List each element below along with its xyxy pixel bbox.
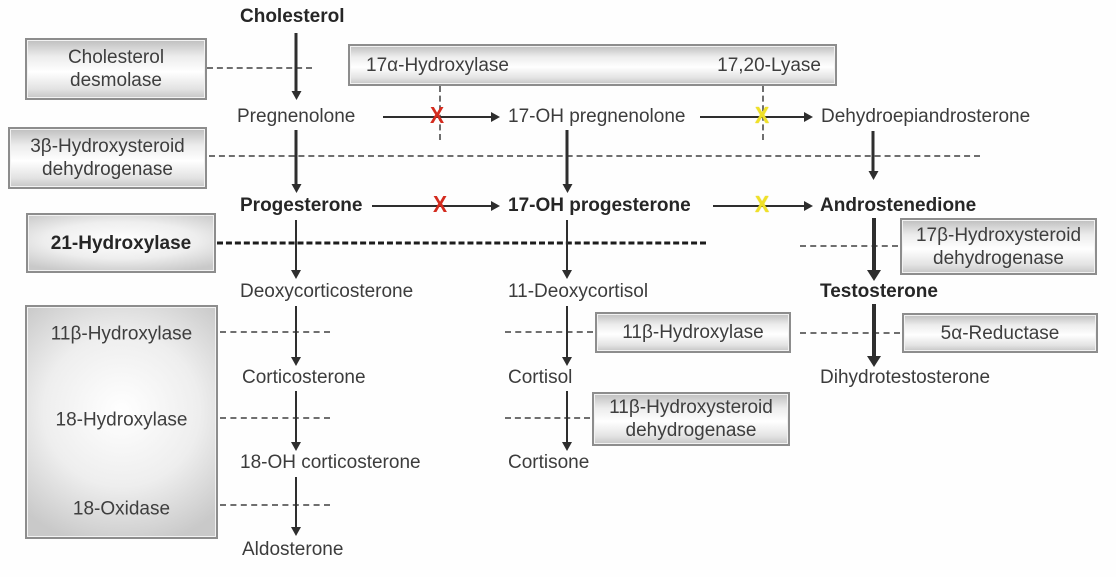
enzyme-box-cholesterol-desmolase: Cholesterol desmolase bbox=[25, 38, 207, 100]
metabolite-cortisol: Cortisol bbox=[508, 367, 573, 388]
arrow-testosterone-to-dihydrotestosterone bbox=[872, 304, 876, 356]
enzyme-box-5a-reductase: 5α-Reductase bbox=[902, 313, 1098, 353]
arrow-dhea-to-androstenedione bbox=[871, 131, 875, 171]
block-mark-17a-hydroxylase-pregnenolone: X bbox=[429, 102, 445, 129]
enzyme-label: 5α-Reductase bbox=[940, 322, 1060, 344]
arrow-progesterone-to-deoxycorticosterone bbox=[295, 220, 297, 270]
block-mark-1720-lyase-progesterone: X bbox=[754, 191, 770, 218]
enzyme-box-11b-hydroxysteroid-dehydrogenase: 11β-Hydroxysteroid dehydrogenase bbox=[592, 392, 790, 446]
dashed-connector-5a-reductase bbox=[800, 332, 900, 334]
arrow-17oh-progesterone-to-11-deoxycortisol bbox=[566, 220, 568, 270]
enzyme-label: dehydrogenase bbox=[42, 159, 173, 180]
arrow-cortisol-to-cortisone bbox=[566, 391, 568, 442]
dashed-connector-11b-hsd bbox=[505, 417, 590, 419]
dashed-connector-11b-hydroxylase-mid bbox=[505, 331, 593, 333]
metabolite-17oh-pregnenolone: 17-OH pregnenolone bbox=[508, 106, 686, 127]
metabolite-18oh-corticosterone: 18-OH corticosterone bbox=[240, 452, 421, 473]
arrow-androstenedione-to-testosterone bbox=[872, 218, 876, 270]
block-mark-1720-lyase-pregnenolone: X bbox=[754, 102, 770, 129]
metabolite-testosterone: Testosterone bbox=[820, 281, 938, 302]
metabolite-deoxycorticosterone: Deoxycorticosterone bbox=[240, 281, 414, 302]
dashed-connector-21-hydroxylase bbox=[217, 241, 706, 245]
dashed-connector-17b-hsd bbox=[800, 245, 898, 247]
arrow-17oh-pregnenolone-to-dhea bbox=[700, 116, 804, 118]
enzyme-label-1720-lyase: 17,20-Lyase bbox=[717, 54, 821, 76]
arrow-deoxycorticosterone-to-corticosterone bbox=[295, 306, 297, 357]
enzyme-label: 11β-Hydroxysteroid bbox=[609, 397, 773, 418]
arrow-progesterone-to-17oh-progesterone bbox=[372, 205, 491, 207]
arrow-11-deoxycortisol-to-cortisol bbox=[566, 306, 568, 357]
block-mark-17a-hydroxylase-progesterone: X bbox=[432, 191, 448, 218]
enzyme-label: desmolase bbox=[70, 70, 162, 91]
dashed-connector-11b-hydroxylase-left bbox=[220, 331, 330, 333]
enzyme-box-11b-18-hydroxylase-18-oxidase: 11β-Hydroxylase 18-Hydroxylase 18-Oxidas… bbox=[25, 305, 218, 539]
arrow-pregnenolone-to-17oh-pregnenolone bbox=[383, 116, 491, 118]
enzyme-label: 17β-Hydroxysteroid bbox=[915, 224, 1082, 246]
enzyme-label: Cholesterol bbox=[67, 47, 165, 68]
metabolite-progesterone: Progesterone bbox=[240, 195, 363, 216]
enzyme-box-17b-hydroxysteroid-dehydrogenase: 17β-Hydroxysteroid dehydrogenase bbox=[900, 218, 1097, 275]
arrow-18oh-corticosterone-to-aldosterone bbox=[295, 477, 297, 527]
arrow-17oh-progesterone-to-androstenedione bbox=[713, 205, 804, 207]
enzyme-label: 21-Hydroxylase bbox=[50, 232, 192, 254]
dashed-connector-3b-hsd bbox=[209, 155, 980, 157]
enzyme-box-11b-hydroxylase-mid: 11β-Hydroxylase bbox=[595, 312, 791, 353]
arrow-17oh-pregnenolone-to-17oh-progesterone bbox=[565, 130, 569, 184]
metabolite-pregnenolone: Pregnenolone bbox=[237, 106, 356, 127]
dashed-connector-1720-lyase-vertical bbox=[762, 86, 764, 140]
metabolite-cholesterol: Cholesterol bbox=[240, 6, 345, 27]
metabolite-dihydrotestosterone: Dihydrotestosterone bbox=[820, 367, 991, 388]
enzyme-box-21-hydroxylase: 21-Hydroxylase bbox=[26, 213, 216, 273]
metabolite-cortisone: Cortisone bbox=[508, 452, 590, 473]
metabolite-17oh-progesterone: 17-OH progesterone bbox=[508, 195, 691, 216]
enzyme-label-18-oxidase: 18-Oxidase bbox=[72, 498, 171, 520]
dashed-connector-18-hydroxylase bbox=[220, 417, 330, 419]
dashed-connector-desmolase bbox=[207, 67, 312, 69]
arrow-corticosterone-to-18oh-corticosterone bbox=[295, 391, 297, 442]
arrow-cholesterol-to-pregnenolone bbox=[294, 33, 298, 91]
metabolite-aldosterone: Aldosterone bbox=[242, 539, 344, 560]
enzyme-label: dehydrogenase bbox=[625, 420, 757, 441]
enzyme-box-17a-hydroxylase-1720-lyase: 17α-Hydroxylase 17,20-Lyase bbox=[348, 44, 837, 86]
metabolite-corticosterone: Corticosterone bbox=[242, 367, 366, 388]
enzyme-label: 3β-Hydroxysteroid bbox=[30, 136, 185, 157]
dashed-connector-17a-hydroxylase-vertical bbox=[439, 86, 441, 140]
enzyme-label: 11β-Hydroxylase bbox=[622, 322, 764, 343]
enzyme-label-17a-hydroxylase: 17α-Hydroxylase bbox=[366, 54, 509, 76]
enzyme-label-18-hydroxylase: 18-Hydroxylase bbox=[55, 409, 188, 431]
metabolite-androstenedione: Androstenedione bbox=[820, 195, 977, 216]
arrow-pregnenolone-to-progesterone bbox=[294, 130, 298, 184]
enzyme-box-3b-hydroxysteroid-dehydrogenase: 3β-Hydroxysteroid dehydrogenase bbox=[8, 127, 207, 189]
enzyme-label-11b-hydroxylase: 11β-Hydroxylase bbox=[50, 323, 193, 345]
metabolite-dehydroepiandrosterone: Dehydroepiandrosterone bbox=[821, 106, 1031, 127]
enzyme-label: dehydrogenase bbox=[933, 247, 1064, 269]
metabolite-11-deoxycortisol: 11-Deoxycortisol bbox=[508, 281, 649, 302]
dashed-connector-18-oxidase bbox=[220, 504, 330, 506]
